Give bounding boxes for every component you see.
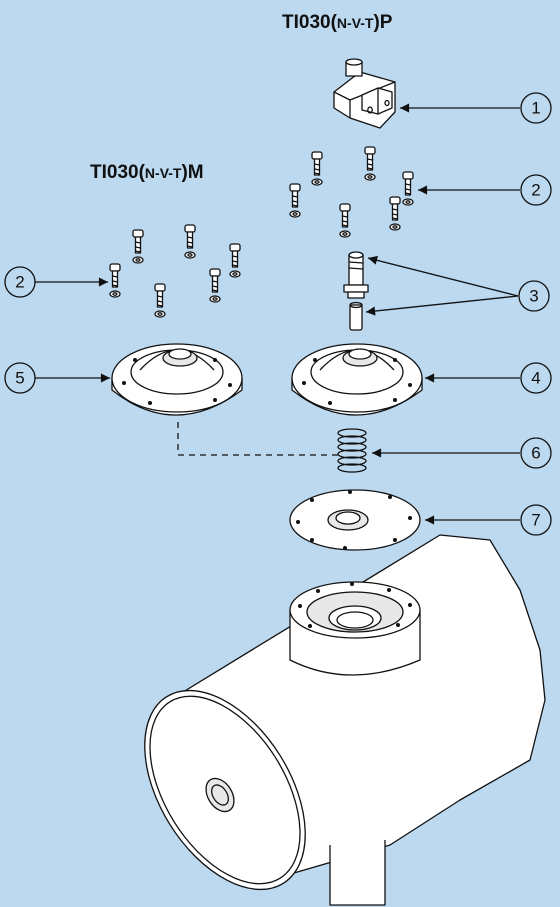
callout-4: 4 — [520, 362, 552, 394]
part-3-armature — [343, 251, 369, 331]
screws-right — [289, 146, 414, 238]
part-7-diaphragm — [289, 489, 421, 551]
tank-body — [144, 534, 546, 906]
part-1-solenoid — [333, 58, 396, 129]
callout-1: 1 — [520, 92, 552, 124]
callout-5-label: 5 — [15, 369, 24, 388]
callout-6-label: 6 — [531, 444, 540, 463]
part-5-cover — [111, 343, 243, 416]
leader-lines — [35, 103, 520, 525]
title-ti030m: TI030(N-V-T)M — [90, 162, 204, 184]
callout-7: 7 — [520, 504, 552, 536]
callout-5: 5 — [4, 362, 36, 394]
title-ti030m-suffix: )M — [181, 162, 204, 183]
title-ti030p-suffix: )P — [373, 12, 393, 33]
title-ti030p: TI030(N-V-T)P — [282, 12, 392, 34]
callout-4-label: 4 — [531, 369, 540, 388]
part-6-spring — [337, 428, 367, 473]
callout-6: 6 — [520, 437, 552, 469]
callout-1-label: 1 — [531, 99, 540, 118]
title-ti030m-variant: N-V-T — [144, 165, 182, 181]
callout-3-label: 3 — [529, 287, 538, 306]
callout-2-left-label: 2 — [15, 273, 24, 292]
callout-3: 3 — [518, 280, 550, 312]
title-ti030m-prefix: TI030( — [90, 162, 145, 183]
callout-2-left: 2 — [4, 266, 36, 298]
screws-left — [109, 224, 241, 318]
callout-2-right: 2 — [520, 174, 552, 206]
title-ti030p-variant: N-V-T — [336, 15, 374, 31]
callout-7-label: 7 — [531, 511, 540, 530]
title-ti030p-prefix: TI030( — [282, 12, 337, 33]
dashed-link — [177, 422, 340, 456]
callout-2-right-label: 2 — [531, 181, 540, 200]
part-4-cover — [291, 343, 423, 416]
tank-flange — [289, 581, 421, 676]
